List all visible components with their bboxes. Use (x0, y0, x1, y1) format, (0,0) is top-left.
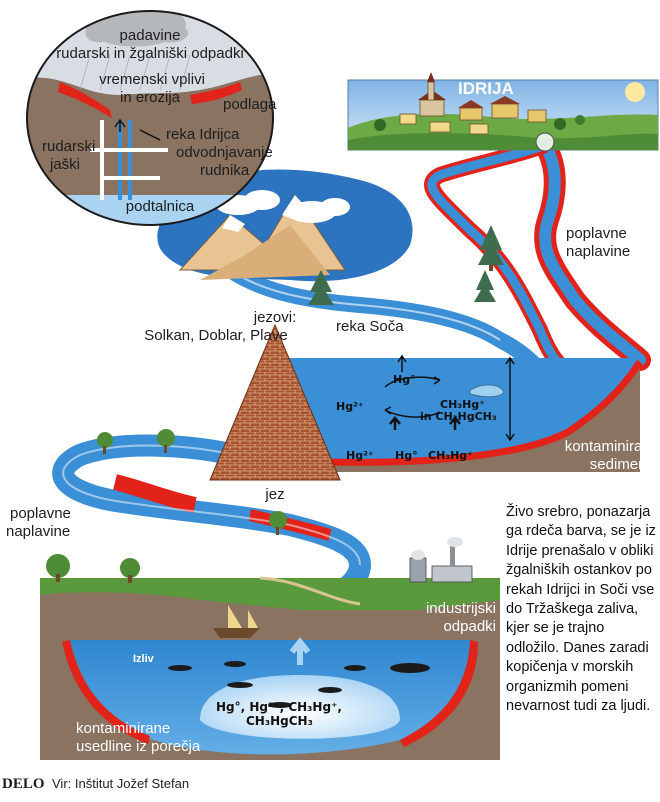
chem-bottom-hg2: Hg²⁺ (346, 449, 374, 462)
label-idrija: IDRIJA (458, 79, 514, 98)
factory-icon (409, 537, 473, 583)
chem-hg2-left: Hg²⁺ (336, 400, 364, 413)
label-poplavne-mid-1: poplavne (10, 505, 71, 522)
explanatory-caption: Živo srebro, ponazarja ga rdeča barva, s… (506, 504, 656, 715)
chem-sea-1: Hg°, Hg²⁺, CH₃Hg⁺, (216, 700, 342, 714)
river-soca (52, 134, 651, 621)
label-podtalnica: podtalnica (125, 198, 195, 215)
pine-trees (308, 225, 504, 305)
label-reka-soca: reka Soča (336, 318, 404, 335)
label-erozija: in erozija (119, 89, 181, 106)
source-credit: Vir: Inštitut Jožef Stefan (52, 776, 190, 791)
label-kontaminirani: kontaminirani (564, 438, 654, 455)
footer-credit: DELO Vir: Inštitut Jožef Stefan (0, 774, 660, 794)
sea-trees (46, 554, 140, 583)
chem-hg0-top: Hg° (393, 373, 416, 386)
label-jaski: jaški (50, 156, 81, 173)
chem-dimethyl: in CH₃HgCH₃ (420, 410, 497, 423)
deciduous-trees (97, 429, 287, 535)
label-jez: jez (265, 486, 285, 503)
label-poplavne-top-1: poplavne (566, 225, 627, 242)
delo-logo: DELO (2, 776, 45, 792)
label-kontaminirane: kontaminirane (76, 720, 171, 737)
label-rudarski: rudarski (42, 138, 96, 155)
chem-bottom-ch3hg: CH₃Hg⁺ (428, 449, 473, 462)
label-poplavne-top-2: naplavine (566, 243, 631, 260)
sea-gulf-section (40, 576, 500, 760)
label-sedimenti: sedimenti (589, 456, 654, 473)
label-odvodnjavanje: odvodnjavanje (176, 144, 273, 161)
label-industrijski: industrijski (425, 600, 496, 617)
label-rudarski-odpadki: rudarski in žgalniški odpadki (56, 45, 244, 62)
label-izliv: Izliv (133, 653, 154, 665)
label-padavine: padavine (119, 27, 181, 44)
label-poplavne-mid-2: naplavine (6, 523, 71, 540)
label-odpadki: odpadki (443, 618, 496, 635)
chem-ch3hg: CH₃Hg⁺ (440, 398, 485, 411)
chem-bottom-hg0: Hg° (395, 449, 418, 462)
label-jezovi: jezovi: (253, 309, 297, 326)
label-reka-idrijca: reka Idrijca (166, 126, 240, 143)
chem-sea-2: CH₃HgCH₃ (246, 714, 313, 728)
label-rudnika: rudnika (200, 162, 250, 179)
alps-mountains (157, 169, 413, 282)
label-vremenski-vplivi: vremenski vplivi (99, 71, 205, 88)
label-podlaga: podlaga (223, 96, 277, 113)
label-usedline: usedline iz porečja (76, 738, 201, 755)
reservoir-lake (260, 354, 643, 472)
idrija-town-panel (347, 72, 659, 152)
label-jezovi-names: Solkan, Doblar, Plave (144, 327, 288, 344)
dam-wall (209, 323, 341, 481)
